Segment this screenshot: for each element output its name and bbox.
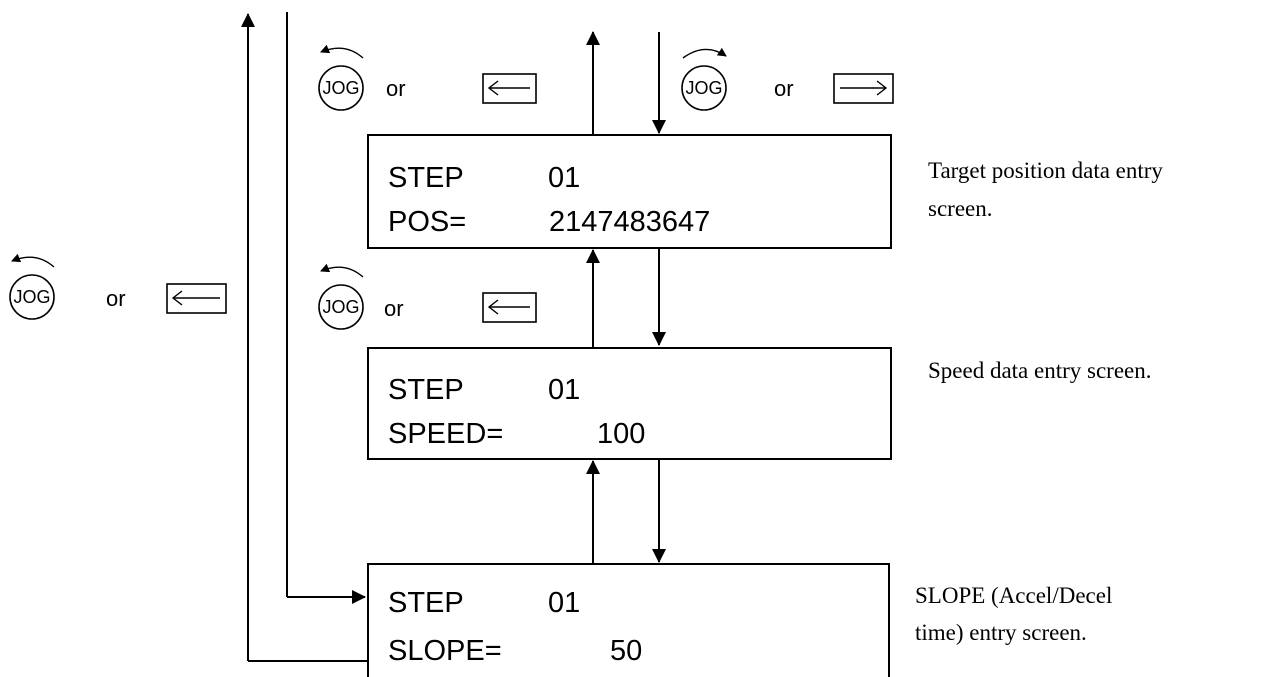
transition-arrows [586,31,666,564]
left-arrow-key-icon [482,73,537,104]
key-group-back-outer: JOG or [9,253,227,320]
slope-screen-description-line1: SLOPE (Accel/Decel [915,583,1112,608]
pos-screen-description-line2: screen. [928,196,993,221]
or-text: or [774,76,794,101]
right-arrow-key-icon [833,73,894,104]
pos-screen-description-line1: Target position data entry [928,158,1163,183]
jog-label: JOG [685,78,722,98]
left-arrow-key-icon [482,292,537,323]
key-group-forward-top: JOG or [681,47,894,111]
step-label: STEP [388,587,464,619]
slope-entry-screen: STEP 01 SLOPE= 50 [367,563,890,677]
outer-loop-connector [241,12,368,662]
pos-label: POS= [388,206,466,238]
speed-screen-description: Speed data entry screen. [928,358,1152,383]
slope-value: 50 [610,635,642,667]
jog-dial-icon: JOG [318,44,364,111]
jog-label: JOG [13,287,50,307]
jog-dial-icon: JOG [681,47,727,111]
key-group-back-middle: JOG or [318,263,537,330]
step-number: 01 [548,162,580,194]
or-text: or [386,76,406,101]
pos-entry-screen: STEP 01 POS= 2147483647 [367,134,892,249]
key-group-back-top: JOG or [318,44,537,111]
speed-entry-screen: STEP 01 SPEED= 100 [367,347,892,460]
speed-label: SPEED= [388,418,503,450]
step-label: STEP [388,162,464,194]
or-text: or [384,296,404,321]
jog-dial-icon: JOG [9,253,55,320]
or-text: or [106,286,126,311]
slope-screen-description-line2: time) entry screen. [915,620,1087,645]
speed-value: 100 [597,418,645,450]
jog-label: JOG [322,78,359,98]
jog-dial-icon: JOG [318,263,364,330]
pos-value: 2147483647 [549,206,710,238]
slope-label: SLOPE= [388,635,502,667]
jog-label: JOG [322,297,359,317]
step-number: 01 [548,374,580,406]
step-number: 01 [548,587,580,619]
step-label: STEP [388,374,464,406]
left-arrow-key-icon [166,283,227,314]
